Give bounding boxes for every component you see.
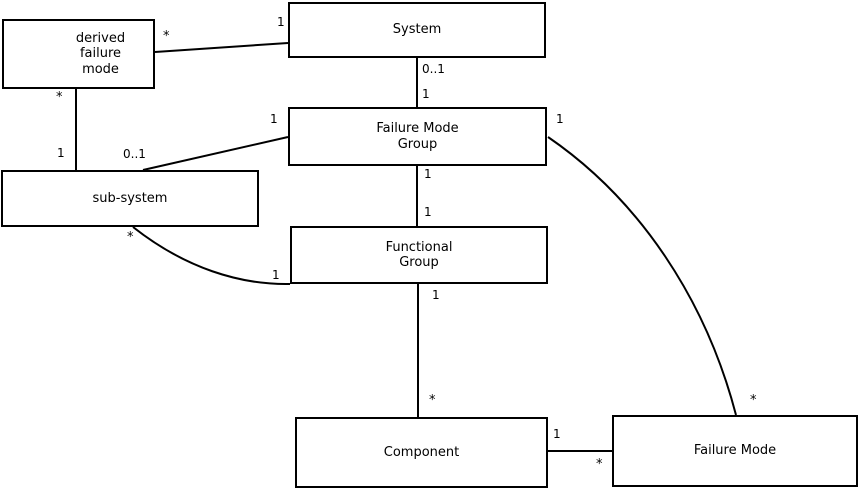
class-name-derived-failure-mode: derived failure mode — [75, 31, 126, 77]
class-box-sub-system[interactable]: sub-system — [1, 170, 259, 227]
multiplicity-label-fmg-to-fg-bot: 1 — [424, 205, 432, 219]
multiplicity-label-dfm-to-subsys-top: * — [56, 90, 63, 105]
class-name-system: System — [392, 22, 442, 38]
multiplicity-label-system-to-fmg-top: 0..1 — [422, 62, 445, 76]
class-box-failure-mode[interactable]: Failure Mode — [612, 415, 858, 487]
multiplicity-label-system-to-fmg-bot: 1 — [422, 87, 430, 101]
multiplicity-label-fmg-to-fm-near: 1 — [556, 112, 564, 126]
association-failure-mode-group--failure-mode — [547, 136, 737, 416]
multiplicity-label-subsys-to-fg-far: 1 — [272, 268, 280, 282]
multiplicity-label-subsys-to-fmg-near: 0..1 — [123, 147, 146, 161]
multiplicity-label-comp-to-fm-left: 1 — [553, 427, 561, 441]
association-sub-system--failure-mode-group — [142, 136, 289, 171]
association-sub-system--functional-group — [132, 226, 291, 286]
class-name-sub-system: sub-system — [92, 190, 168, 206]
class-name-component: Component — [383, 444, 460, 460]
class-name-failure-mode-group: Failure Mode Group — [376, 121, 459, 152]
class-box-functional-group[interactable]: Functional Group — [290, 226, 548, 284]
multiplicity-label-comp-to-fm-right: * — [596, 457, 603, 472]
multiplicity-label-subsys-to-fmg-far: 1 — [270, 112, 278, 126]
class-box-failure-mode-group[interactable]: Failure Mode Group — [288, 107, 547, 166]
multiplicity-label-dfm-to-system-near: * — [163, 29, 170, 44]
class-box-derived-failure-mode[interactable]: derived failure mode — [2, 19, 155, 89]
multiplicity-label-fg-to-comp-top: 1 — [432, 288, 440, 302]
multiplicity-label-fmg-to-fg-top: 1 — [424, 167, 432, 181]
multiplicity-label-fg-to-comp-bot: * — [429, 393, 436, 408]
class-name-functional-group: Functional Group — [385, 239, 453, 270]
class-name-failure-mode: Failure Mode — [693, 443, 777, 459]
multiplicity-label-dfm-to-subsys-bot: 1 — [57, 146, 65, 160]
class-box-component[interactable]: Component — [295, 417, 548, 488]
multiplicity-label-fmg-to-fm-far: * — [750, 393, 757, 408]
association-derived-failure-mode--system — [154, 42, 289, 53]
class-box-system[interactable]: System — [288, 2, 546, 58]
multiplicity-label-subsys-to-fg-near: * — [127, 230, 134, 245]
multiplicity-label-dfm-to-system-far: 1 — [277, 15, 285, 29]
